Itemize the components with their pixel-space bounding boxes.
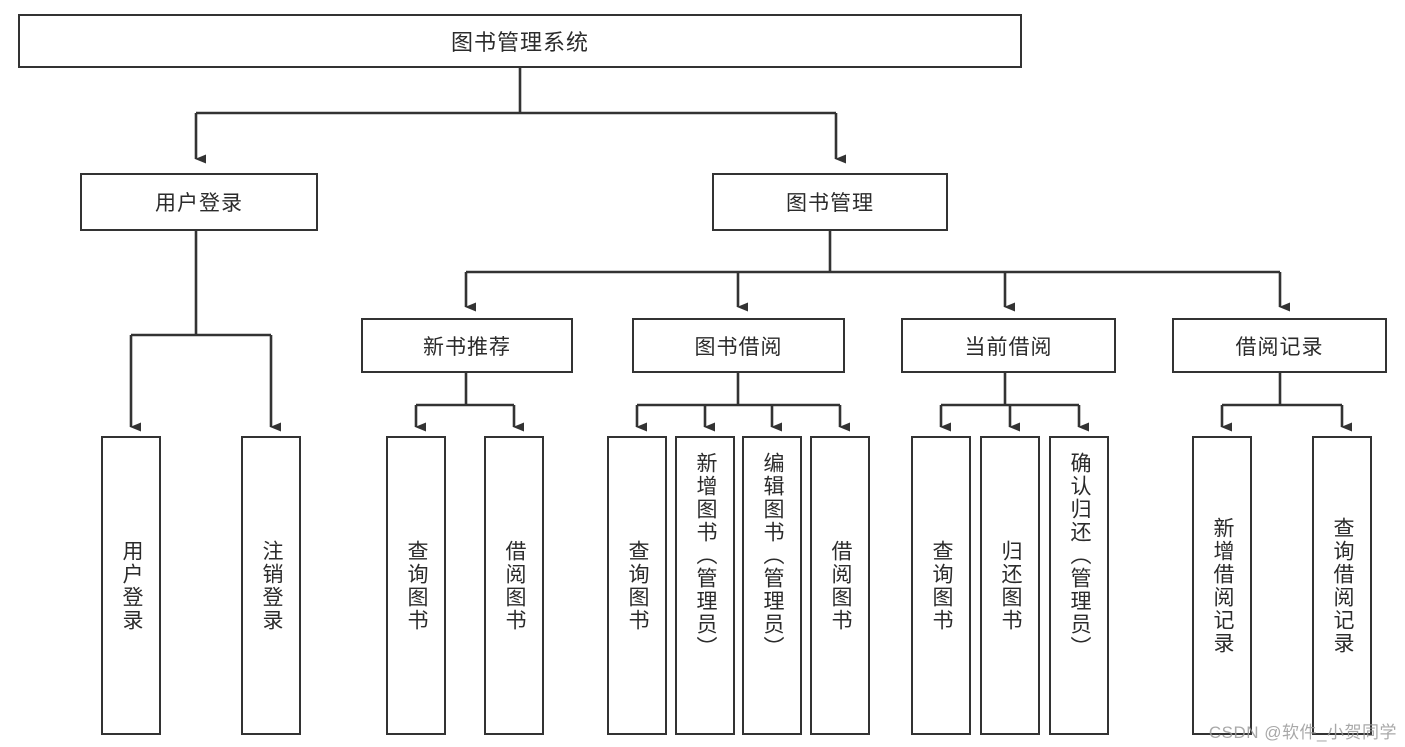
leaf-query-borrow-record[interactable]: 查询借阅记录 <box>1312 436 1372 735</box>
leaf-query-books-recommend[interactable]: 查询图书 <box>386 436 446 735</box>
node-book-borrowing[interactable]: 图书借阅 <box>632 318 845 373</box>
node-borrowing-record[interactable]: 借阅记录 <box>1172 318 1387 373</box>
leaf-confirm-return-admin[interactable]: 确认归还（管理员） <box>1049 436 1109 735</box>
leaf-logout[interactable]: 注销登录 <box>241 436 301 735</box>
leaf-add-book-admin[interactable]: 新增图书（管理员） <box>675 436 735 735</box>
csdn-watermark: CSDN @软件_小贺同学 <box>1208 723 1397 742</box>
node-book-management[interactable]: 图书管理 <box>712 173 948 231</box>
leaf-query-books-current[interactable]: 查询图书 <box>911 436 971 735</box>
leaf-borrow-books-recommend[interactable]: 借阅图书 <box>484 436 544 735</box>
leaf-return-books[interactable]: 归还图书 <box>980 436 1040 735</box>
node-current-borrowing[interactable]: 当前借阅 <box>901 318 1116 373</box>
node-user-login[interactable]: 用户登录 <box>80 173 318 231</box>
leaf-add-borrow-record[interactable]: 新增借阅记录 <box>1192 436 1252 735</box>
node-root-book-management-system[interactable]: 图书管理系统 <box>18 14 1022 68</box>
leaf-user-login[interactable]: 用户登录 <box>101 436 161 735</box>
leaf-borrow-books[interactable]: 借阅图书 <box>810 436 870 735</box>
node-new-book-recommendation[interactable]: 新书推荐 <box>361 318 573 373</box>
leaf-edit-book-admin[interactable]: 编辑图书（管理员） <box>742 436 802 735</box>
leaf-query-books-borrow[interactable]: 查询图书 <box>607 436 667 735</box>
